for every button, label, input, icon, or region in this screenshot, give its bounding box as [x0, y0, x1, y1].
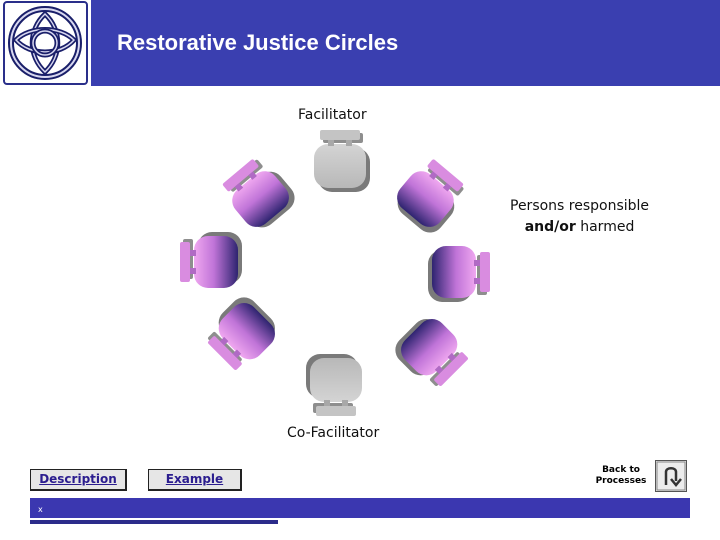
participant-chair-icon — [217, 152, 301, 236]
description-button[interactable]: Description — [30, 469, 127, 491]
logo — [0, 0, 91, 86]
header: Restorative Justice Circles — [0, 0, 720, 88]
back-label-line2: Processes — [595, 476, 647, 486]
persons-label-line1: Persons responsible — [510, 198, 650, 214]
back-to-processes-button[interactable] — [655, 460, 687, 492]
cofacilitator-chair-icon — [306, 354, 362, 416]
persons-label-line2: and/or harmed — [510, 217, 649, 238]
participant-chair-icon — [180, 232, 242, 288]
footer-underline — [30, 520, 278, 524]
example-button[interactable]: Example — [148, 469, 242, 491]
footer-bar — [30, 498, 690, 518]
participant-chair-icon — [200, 291, 284, 376]
persons-label-bold: and/or — [524, 219, 576, 235]
participant-chair-icon — [388, 154, 472, 239]
persons-label: Persons responsible and/or harmed — [510, 196, 649, 238]
facilitator-label: Facilitator — [298, 107, 367, 123]
footer-mark: x — [38, 505, 43, 514]
back-to-processes-label[interactable]: Back to Processes — [588, 465, 654, 487]
persons-label-rest: harmed — [575, 219, 635, 235]
u-turn-arrow-icon — [656, 461, 686, 491]
page-title: Restorative Justice Circles — [117, 30, 399, 55]
participant-chair-icon — [389, 310, 474, 394]
title-banner — [91, 0, 720, 86]
participant-chair-icon — [428, 246, 490, 302]
cofacilitator-label: Co-Facilitator — [287, 425, 380, 441]
facilitator-chair-icon — [314, 130, 370, 192]
back-label-line1: Back to — [602, 465, 640, 475]
celtic-knot-logo-icon — [0, 0, 91, 86]
